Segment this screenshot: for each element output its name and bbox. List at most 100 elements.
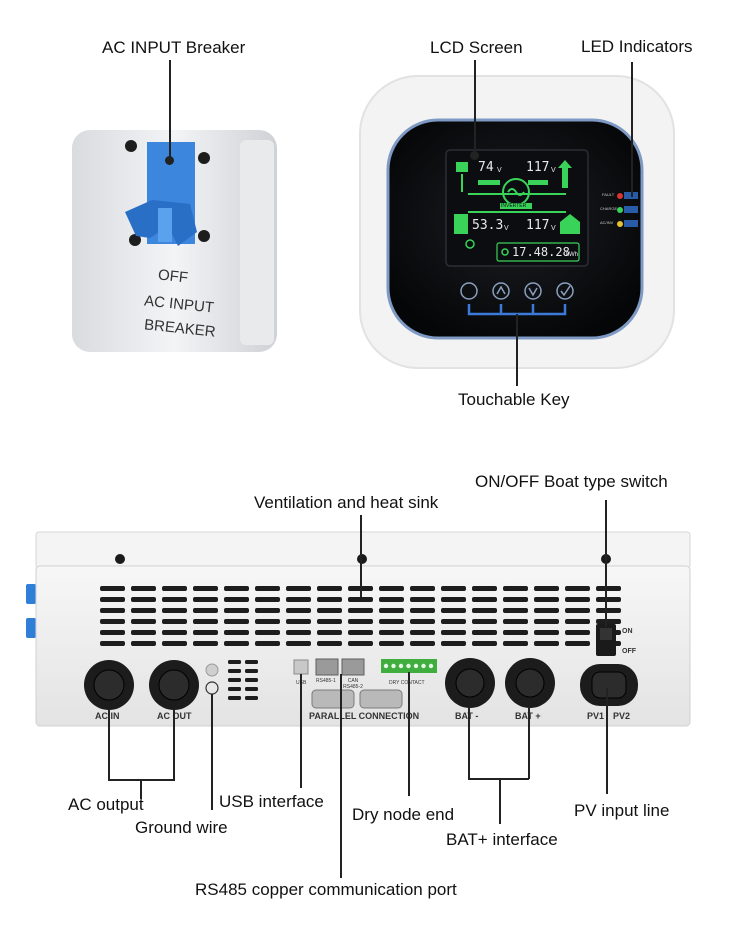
vent-slot — [379, 641, 404, 646]
vent-slot — [100, 630, 125, 635]
ac-input-breaker-label: AC INPUT Breaker — [102, 38, 246, 57]
dry-contact-pins — [383, 663, 434, 669]
enter-key-icon[interactable] — [556, 282, 574, 300]
ground-screw[interactable] — [205, 663, 219, 677]
side-vent-slot — [245, 696, 258, 700]
inverter-label-bar — [500, 203, 532, 209]
dry-contact-pin — [398, 663, 404, 669]
onoff-switch-label: ON/OFF Boat type switch — [475, 472, 668, 491]
down-key-icon[interactable] — [524, 282, 542, 300]
touchable-key-leader — [516, 314, 518, 386]
port-dry-contact-label: DRY CONTACT — [389, 680, 425, 686]
side-vent-slot — [228, 687, 241, 691]
vent-slot — [534, 586, 559, 591]
up-key-icon[interactable] — [492, 282, 510, 300]
vent-slot — [100, 597, 125, 602]
port-can-rs485-2-label: CAN RS485-2 — [343, 678, 363, 690]
ac-output-leader — [140, 779, 142, 799]
vent-slot — [255, 597, 280, 602]
vent-slot — [255, 608, 280, 613]
vent-slot — [410, 619, 435, 624]
side-vent-slot — [245, 669, 258, 673]
vent-slot — [348, 619, 373, 624]
bat-bracket — [468, 778, 529, 780]
battery-icon — [454, 214, 468, 234]
dry-node-leader — [408, 672, 410, 796]
bat-minus-leader — [468, 708, 470, 779]
vent-slot — [131, 619, 156, 624]
bat-plus-socket — [515, 668, 545, 698]
vent-slot — [441, 586, 466, 591]
settings-key-icon[interactable] — [460, 282, 478, 300]
side-clip — [26, 584, 36, 604]
side-vent-block — [228, 660, 258, 700]
vent-slot — [131, 586, 156, 591]
vent-slot — [565, 641, 590, 646]
lcd-grid-voltage: 117 — [526, 160, 550, 175]
bat-plus-leader — [528, 708, 530, 779]
vent-slot — [565, 630, 590, 635]
vent-slot — [534, 597, 559, 602]
ac-input-breaker-dot — [165, 156, 174, 165]
vent-slot — [131, 597, 156, 602]
breaker-screw — [125, 140, 137, 152]
side-vent-slot — [228, 660, 241, 664]
vent-slot — [596, 619, 621, 624]
vent-slot — [255, 641, 280, 646]
check-icon — [560, 285, 571, 297]
charge-led — [617, 207, 623, 213]
lcd-screen-leader — [474, 60, 476, 155]
lcd-counter-unit: kWh — [566, 252, 578, 258]
lcd-counter-value: 17.48.28 — [512, 245, 570, 259]
bat-minus-socket — [455, 668, 485, 698]
ac-out-socket — [158, 669, 190, 701]
led-glow — [624, 206, 638, 213]
vent-slot — [100, 608, 125, 613]
ventilation-grille — [100, 586, 621, 646]
led-indicators-label: LED Indicators — [581, 37, 693, 56]
lcd-control-panel — [359, 75, 675, 369]
can-rs485-2-port[interactable] — [341, 658, 365, 676]
vent-slot — [131, 630, 156, 635]
vent-slot — [162, 630, 187, 635]
parallel-port-1[interactable] — [311, 689, 355, 709]
vent-slot — [596, 608, 621, 613]
vent-slot — [441, 619, 466, 624]
ground-wire-leader — [211, 694, 213, 810]
ac-input-breaker-leader — [169, 60, 171, 160]
vent-slot — [534, 608, 559, 613]
breaker-screw — [198, 152, 210, 164]
grid-bar — [528, 180, 548, 185]
side-vent-slot — [228, 678, 241, 682]
vent-slot — [379, 586, 404, 591]
vent-slot — [596, 597, 621, 602]
port-pv1-label: PV1 — [587, 711, 605, 721]
pv-input-socket — [591, 671, 627, 699]
parallel-port-2[interactable] — [359, 689, 403, 709]
vent-slot — [224, 586, 249, 591]
vent-slot — [410, 630, 435, 635]
lcd-grid-unit: V — [551, 167, 556, 174]
led-indicators-leader — [631, 62, 633, 197]
rs485-1-port[interactable] — [315, 658, 339, 676]
lcd-pv-voltage: 74 — [478, 160, 494, 175]
vent-slot — [379, 597, 404, 602]
usb-port[interactable] — [293, 659, 309, 675]
vent-slot — [317, 608, 342, 613]
grid-tower-icon — [558, 160, 572, 188]
vent-slot — [472, 597, 497, 602]
lcd-screen-label: LCD Screen — [430, 38, 523, 57]
vent-slot — [472, 630, 497, 635]
led-glow — [624, 220, 638, 227]
dry-contact-pin — [421, 663, 426, 669]
vent-slot — [472, 586, 497, 591]
port-ac-in-label: AC IN — [95, 711, 120, 721]
ac-bracket — [108, 779, 175, 781]
inverter-bottom-view — [26, 531, 691, 727]
lcd-output-voltage: 117 — [526, 218, 550, 233]
mounting-hole — [115, 554, 125, 564]
vent-slot — [193, 641, 218, 646]
dry-contact-pin — [413, 663, 419, 669]
vent-slot — [565, 586, 590, 591]
vent-slot — [193, 586, 218, 591]
